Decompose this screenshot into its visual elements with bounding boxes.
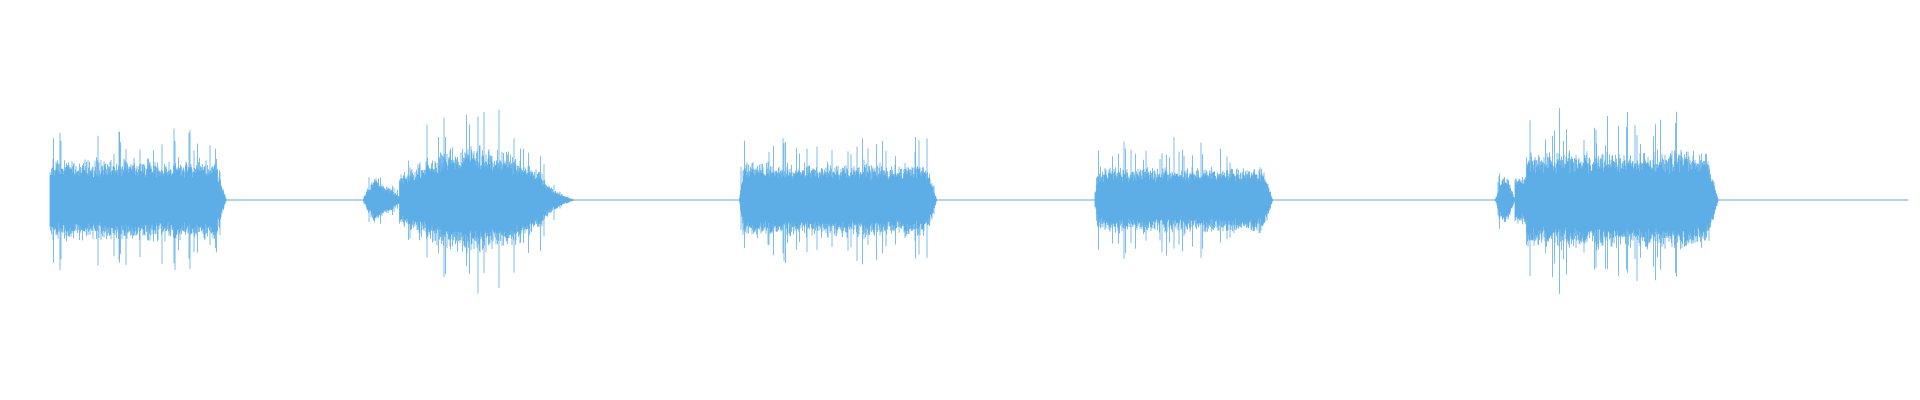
waveform-signal [49,108,1909,294]
waveform-trace [49,108,1909,294]
